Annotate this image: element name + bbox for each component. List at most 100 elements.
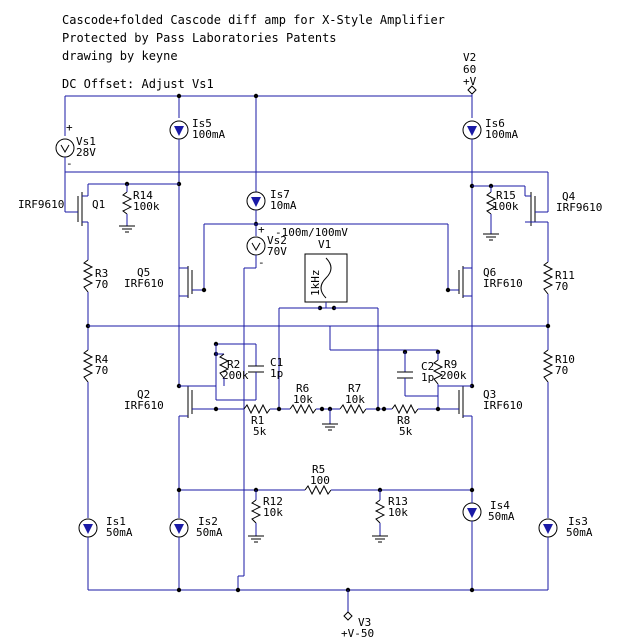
- vs1-plus: +: [66, 121, 73, 134]
- is3-value: 50mA: [566, 526, 593, 539]
- transistor-q3: Q3 IRF610: [448, 385, 523, 418]
- r2-name: R2: [227, 358, 240, 371]
- q1-name: Q1: [92, 198, 105, 211]
- q3-name: Q3: [483, 388, 496, 401]
- is2-arrow-icon: [174, 524, 184, 534]
- q1-type: IRF9610: [18, 198, 64, 211]
- resistor-r1: R1 5k: [243, 403, 271, 438]
- resistor-r5: R5 100: [304, 463, 332, 496]
- r1-name: R1: [251, 414, 264, 427]
- vs2-value: 70V: [267, 245, 287, 258]
- c1-value: 1p: [270, 367, 283, 380]
- supply-v2: V2 60 +V: [463, 51, 477, 95]
- title-line-2: Protected by Pass Laboratories Patents: [62, 31, 337, 45]
- v2-polarity: +V: [463, 75, 477, 88]
- current-source-is7: Is7 10mA: [246, 188, 297, 212]
- is2-name: Is2: [198, 515, 218, 528]
- is7-name: Is7: [270, 188, 290, 201]
- source-vs1: + Vs1 28V -: [55, 121, 96, 170]
- q5-type: IRF610: [124, 277, 164, 290]
- c2-name: C2: [421, 360, 434, 373]
- is2-value: 50mA: [196, 526, 223, 539]
- r7-name: R7: [348, 382, 361, 395]
- resistor-r4: R4 70: [82, 349, 109, 383]
- transistor-q4: Q4 IRF9610: [525, 188, 602, 226]
- vs1-minus: -: [66, 157, 73, 170]
- is4-arrow-icon: [467, 508, 477, 518]
- c2-value: 1p: [421, 371, 434, 384]
- r1-value: 5k: [253, 425, 267, 438]
- r9-name: R9: [444, 358, 457, 371]
- v2-terminal-icon: [467, 85, 477, 95]
- q5-name: Q5: [137, 266, 150, 279]
- is5-arrow-icon: [174, 126, 184, 136]
- q6-type: IRF610: [483, 277, 523, 290]
- vs2-symbol-icon: [246, 236, 266, 256]
- capacitor-c2: C2 1p: [397, 360, 434, 384]
- is7-arrow-icon: [251, 197, 261, 207]
- r10-name: R10: [555, 353, 575, 366]
- resistor-r6: R6 10k: [289, 382, 317, 415]
- resistor-r15: R15 100k: [483, 189, 519, 241]
- v2-name: V2: [463, 51, 476, 64]
- resistor-r14: R14 100k: [119, 189, 160, 233]
- resistor-r3: R3 70: [82, 259, 108, 293]
- r12-value: 10k: [263, 506, 283, 519]
- r6-name: R6: [296, 382, 309, 395]
- q4-name: Q4: [562, 190, 576, 203]
- dc-offset-note: DC Offset: Adjust Vs1: [62, 77, 214, 91]
- is6-value: 100mA: [485, 128, 518, 141]
- is5-value: 100mA: [192, 128, 225, 141]
- v3-value: +V-50: [341, 627, 374, 640]
- r11-name: R11: [555, 269, 575, 282]
- r14-name: R14: [133, 189, 153, 202]
- resistor-r9: R9 200k: [432, 358, 467, 385]
- transistor-q2: Q2 IRF610: [124, 385, 204, 418]
- source-v1: -100m/100mV V1 1kHz: [275, 226, 348, 303]
- current-source-is4: Is4 50mA: [462, 499, 515, 523]
- sine-wave-icon: [320, 257, 332, 299]
- capacitor-c1: C1 1p: [248, 356, 283, 380]
- q4-type: IRF9610: [556, 201, 602, 214]
- is6-arrow-icon: [467, 126, 477, 136]
- vs2-plus: +: [258, 223, 265, 236]
- resistor-r11: R11 70: [542, 261, 575, 295]
- current-source-is3: Is3 50mA: [538, 515, 593, 539]
- current-source-is5: Is5 100mA: [169, 117, 225, 141]
- resistor-r8: R8 5k: [391, 403, 419, 438]
- c1-name: C1: [270, 356, 283, 369]
- r13-name: R13: [388, 495, 408, 508]
- transistor-q1: IRF9610 Q1: [18, 184, 105, 260]
- v1-name: V1: [318, 238, 331, 251]
- v1-value: -100m/100mV: [275, 226, 348, 239]
- transistor-q6: Q6 IRF610: [445, 266, 523, 298]
- r6-value: 10k: [293, 393, 313, 406]
- is6-name: Is6: [485, 117, 505, 130]
- supply-v3: V3 +V-50: [341, 611, 374, 640]
- resistor-r7: R7 10k: [339, 382, 367, 415]
- current-source-is1: Is1 50mA: [78, 515, 133, 539]
- r8-name: R8: [397, 414, 410, 427]
- r5-value: 100: [310, 474, 330, 487]
- r13-value: 10k: [388, 506, 408, 519]
- vs1-symbol-icon: [55, 138, 75, 158]
- resistor-r13: R13 10k: [374, 495, 408, 524]
- v3-terminal-icon: [343, 611, 353, 621]
- title-line-3: drawing by keyne: [62, 49, 178, 63]
- transistor-q5: Q5 IRF610: [124, 266, 207, 298]
- is7-value: 10mA: [270, 199, 297, 212]
- is1-name: Is1: [106, 515, 126, 528]
- vs2-name: Vs2: [267, 234, 287, 247]
- is4-value: 50mA: [488, 510, 515, 523]
- vs1-name: Vs1: [76, 135, 96, 148]
- r4-name: R4: [95, 353, 109, 366]
- q2-name: Q2: [137, 388, 150, 401]
- r8-value: 5k: [399, 425, 413, 438]
- r3-value: 70: [95, 278, 108, 291]
- r5-name: R5: [312, 463, 325, 476]
- source-vs2: + Vs2 70V -: [246, 223, 287, 269]
- is3-arrow-icon: [543, 524, 553, 534]
- is5-name: Is5: [192, 117, 212, 130]
- is4-name: Is4: [490, 499, 510, 512]
